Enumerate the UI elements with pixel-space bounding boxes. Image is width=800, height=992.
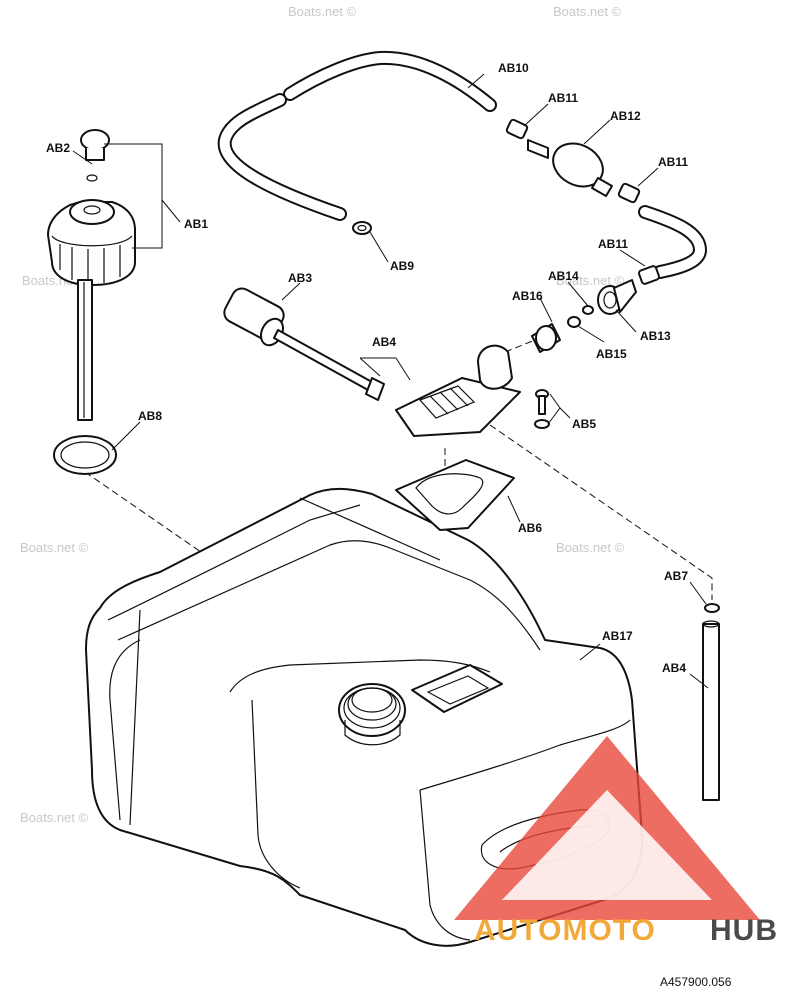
fuel-gauge-sender xyxy=(223,287,521,437)
label-ab11-middle: AB11 xyxy=(658,155,688,169)
fuel-hose xyxy=(217,50,708,279)
part-labels: AB2 AB1 AB8 AB10 AB11 AB12 AB11 AB11 AB1… xyxy=(46,61,688,675)
label-ab4: AB4 xyxy=(372,335,396,349)
label-ab2: AB2 xyxy=(46,141,70,155)
label-ab4-tube: AB4 xyxy=(662,661,686,675)
label-ab3: AB3 xyxy=(288,271,312,285)
o-ring xyxy=(53,435,117,475)
label-ab6: AB6 xyxy=(518,521,542,535)
watermark: Boats.net © xyxy=(556,540,625,555)
pickup-tube xyxy=(702,603,720,801)
o-ring-small xyxy=(567,316,581,328)
brand-text-automoto: AUTOMOTO xyxy=(474,914,656,947)
label-ab1: AB1 xyxy=(184,217,208,231)
hose-clamp xyxy=(352,221,372,235)
watermark: Boats.net © xyxy=(20,810,89,825)
watermark: Boats.net © xyxy=(553,4,622,19)
drawing-code: A457900.056 xyxy=(660,975,732,989)
watermark: Boats.net © xyxy=(556,273,625,288)
watermark: Boats.net © xyxy=(288,4,357,19)
label-ab15: AB15 xyxy=(596,347,627,361)
leader-lines xyxy=(72,73,709,689)
seal-washer xyxy=(582,305,594,315)
label-ab10: AB10 xyxy=(498,61,529,75)
gasket xyxy=(395,459,515,531)
hose-clamps xyxy=(505,118,661,285)
watermark: Boats.net © xyxy=(20,540,89,555)
label-ab7: AB7 xyxy=(664,569,688,583)
mounting-screw xyxy=(534,389,550,429)
label-ab13: AB13 xyxy=(640,329,671,343)
fuel-tank xyxy=(85,487,644,947)
label-ab12: AB12 xyxy=(610,109,641,123)
label-ab5: AB5 xyxy=(572,417,596,431)
label-ab17: AB17 xyxy=(602,629,633,643)
filler-cap xyxy=(47,129,136,421)
brand-text-hub: HUB xyxy=(710,914,778,947)
label-ab11-lower: AB11 xyxy=(598,237,628,251)
label-ab16: AB16 xyxy=(512,289,543,303)
tank-connector xyxy=(597,279,637,315)
label-ab11-top: AB11 xyxy=(548,91,578,105)
label-ab14: AB14 xyxy=(548,269,579,283)
label-ab8: AB8 xyxy=(138,409,162,423)
fuel-fitting xyxy=(531,323,561,353)
label-ab9: AB9 xyxy=(390,259,414,273)
primer-bulb xyxy=(527,139,613,197)
brand-logo: AUTOMOTO HUB xyxy=(454,736,778,947)
